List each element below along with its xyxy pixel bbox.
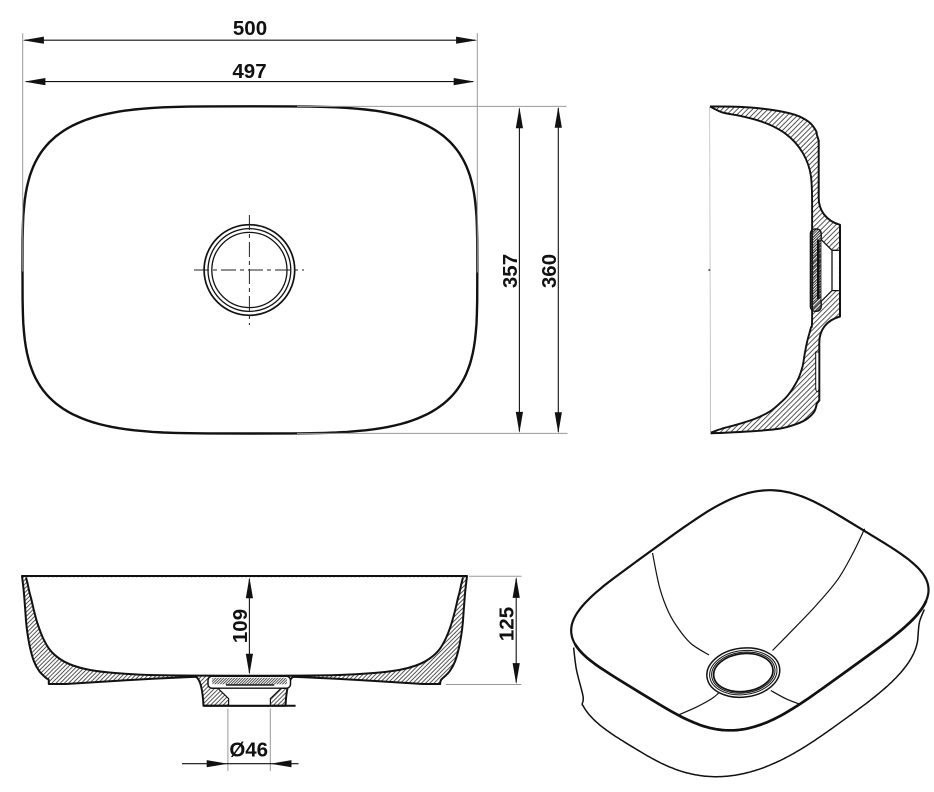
svg-text:109: 109 — [229, 609, 252, 643]
svg-text:125: 125 — [496, 607, 519, 641]
svg-text:360: 360 — [538, 254, 561, 288]
svg-text:497: 497 — [232, 60, 266, 83]
svg-text:500: 500 — [233, 17, 267, 40]
svg-text:357: 357 — [499, 254, 522, 288]
svg-text:Ø46: Ø46 — [229, 739, 268, 762]
